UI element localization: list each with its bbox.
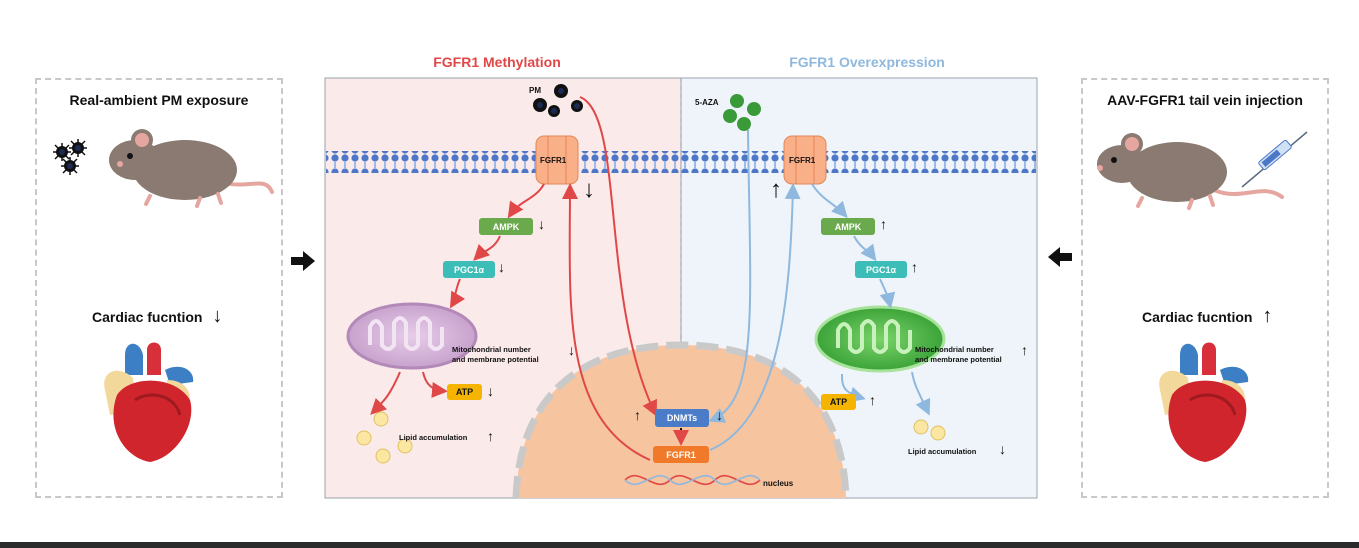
right-side-title: AAV-FGFR1 tail vein injection xyxy=(1107,92,1303,108)
mito-left-down-arrow-icon: ↓ xyxy=(568,342,575,358)
atp-right-chip: ATP xyxy=(821,394,856,410)
fgfr1-gene-chip: FGFR1 xyxy=(653,446,709,463)
mito-right-up-arrow-icon: ↑ xyxy=(1021,342,1028,358)
overexpression-title: FGFR1 Overexpression xyxy=(789,54,945,70)
mitochondrion-right-icon xyxy=(814,305,946,373)
ampk-right-up-arrow-icon: ↑ xyxy=(880,216,887,232)
nucleus-label: nucleus xyxy=(763,479,794,488)
dna-helix-icon xyxy=(624,474,761,486)
syringe-icon xyxy=(1241,131,1308,188)
pgc1a-right-chip: PGC1α xyxy=(855,261,907,278)
left-to-center-arrow-icon xyxy=(291,251,315,271)
pm-label: PM xyxy=(529,86,541,95)
lipid-droplets-left-icon xyxy=(356,411,413,464)
receptor-right-up-arrow-icon: ↑ xyxy=(770,176,782,203)
cell-membrane xyxy=(326,151,1036,173)
left-side-title: Real-ambient PM exposure xyxy=(69,92,249,108)
ampk-left-down-arrow-icon: ↓ xyxy=(538,216,545,232)
methylation-title: FGFR1 Methylation xyxy=(433,54,561,70)
right-heart-icon xyxy=(1159,342,1249,462)
aav-injection-mouse-illustration xyxy=(1097,131,1308,210)
lipid-right-down-arrow-icon: ↓ xyxy=(999,441,1006,457)
fgfr1-receptor-right-icon xyxy=(783,135,827,185)
mito-left-label: Mitochondrial number and membrane potent… xyxy=(452,345,539,364)
down-arrow-icon: ↓ xyxy=(212,305,223,327)
mouse-icon xyxy=(109,129,274,208)
right-cardiac-function: Cardiac fucntion ↑ xyxy=(1142,305,1273,327)
ampk-right-chip: AMPK xyxy=(821,218,875,235)
pgc1a-left-down-arrow-icon: ↓ xyxy=(498,259,505,275)
lipid-left-label: Lipid accumulation xyxy=(399,433,468,442)
footer-bar xyxy=(0,542,1359,548)
pgc1a-left-chip: PGC1α xyxy=(443,261,495,278)
dnmts-right-down-arrow-icon: ↓ xyxy=(716,407,723,423)
lipid-right-label: Lipid accumulation xyxy=(908,447,977,456)
pgc1a-right-up-arrow-icon: ↑ xyxy=(911,259,918,275)
right-to-center-arrow-icon xyxy=(1048,247,1072,267)
atp-left-down-arrow-icon: ↓ xyxy=(487,383,494,399)
5-aza-particles-icon xyxy=(723,94,761,131)
ampk-left-chip: AMPK xyxy=(479,218,533,235)
right-side-box xyxy=(1081,78,1329,498)
receptor-left-down-arrow-icon: ↓ xyxy=(583,176,595,203)
mito-right-label: Mitochondrial number and membrane potent… xyxy=(915,345,1002,364)
pm-particle-cluster-icon xyxy=(533,84,583,117)
fgfr1-receptor-right-label: FGFR1 xyxy=(789,156,816,165)
pm-particles-icon xyxy=(53,139,87,175)
pm-exposure-mouse-illustration xyxy=(53,129,274,208)
5-aza-label: 5-AZA xyxy=(695,98,719,107)
dnmts-left-up-arrow-icon: ↑ xyxy=(634,407,641,423)
lipid-droplets-right-icon xyxy=(913,419,946,441)
dnmts-chip: DNMTs xyxy=(655,409,709,427)
mitochondrion-left-icon xyxy=(346,302,478,370)
atp-right-up-arrow-icon: ↑ xyxy=(869,392,876,408)
mouse-icon xyxy=(1097,133,1284,210)
left-heart-icon xyxy=(104,342,194,462)
up-arrow-icon: ↑ xyxy=(1262,305,1273,327)
lipid-left-up-arrow-icon: ↑ xyxy=(487,428,494,444)
fgfr1-receptor-left-icon xyxy=(535,135,579,185)
left-cardiac-function: Cardiac fucntion ↓ xyxy=(92,305,223,327)
left-side-box xyxy=(35,78,283,498)
atp-left-chip: ATP xyxy=(447,384,482,400)
fgfr1-receptor-left-label: FGFR1 xyxy=(540,156,567,165)
